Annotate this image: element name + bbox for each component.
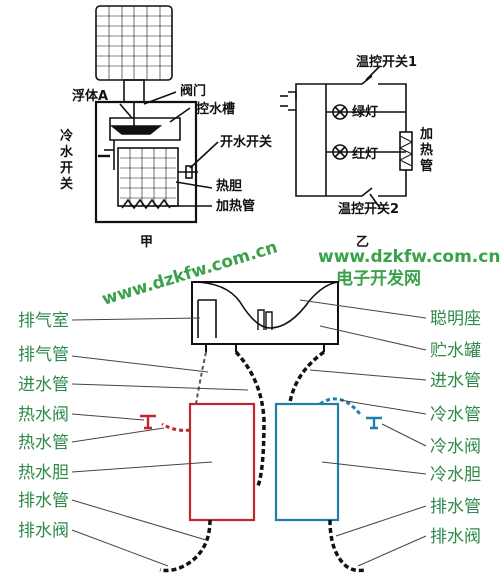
cold-water-valve — [366, 416, 382, 430]
watermark-url: www.dzkfw.com.cn — [318, 247, 500, 267]
heater-symbol — [399, 131, 413, 171]
drain-pipe-hot — [159, 519, 212, 573]
label-inlet-pipe-left: 进水管 — [18, 375, 69, 395]
label-smart-seat: 聪明座 — [430, 309, 481, 329]
dispenser-housing — [94, 100, 198, 224]
label-exhaust-chamber: 排气室 — [18, 311, 69, 331]
hot-water-valve — [140, 414, 156, 430]
label-hot-pipe: 热水管 — [18, 433, 69, 453]
label-thermo-switch-1: 温控开关1 — [356, 54, 417, 70]
bottom-left-labels: 排气室 排气管 进水管 热水阀 热水管 热水胆 排水管 排水阀 — [18, 311, 69, 541]
label-drain-pipe-right: 排水管 — [430, 497, 481, 517]
green-lamp-symbol — [332, 104, 348, 120]
caption-jia: 甲 — [140, 235, 153, 250]
control-tank — [109, 117, 181, 141]
label-thermo-switch-2: 温控开关2 — [338, 201, 399, 217]
label-hot-tank: 热水胆 — [18, 463, 69, 483]
label-green-lamp: 绿灯 — [352, 104, 378, 120]
exhaust-pipe — [195, 351, 207, 405]
label-reservoir: 贮水罐 — [430, 341, 481, 361]
watermark-diagonal: www.dzkfw.com.cn — [100, 237, 280, 309]
label-inlet-pipe-right: 进水管 — [430, 371, 481, 391]
diagram-jia-labels: 浮体A 阀门 控水槽 开水开关 热胆 加热管 甲 — [72, 83, 272, 250]
hot-water-pipe — [161, 422, 191, 432]
label-drain-valve-left: 排水阀 — [18, 521, 69, 541]
label-drain-valve-right: 排水阀 — [430, 527, 481, 547]
caption-yi: 乙 — [356, 235, 369, 250]
label-float: 浮体A — [72, 88, 108, 104]
inlet-pipe-hot — [234, 350, 266, 487]
cold-water-pipe — [319, 397, 362, 415]
heat-element — [121, 198, 171, 210]
power-plug — [288, 91, 297, 111]
diagram-yi-labels: 温控开关1 绿灯 红灯 温控开关2 乙 — [338, 54, 417, 250]
label-cold-tank: 冷水胆 — [430, 465, 481, 485]
bottom-right-labels: 聪明座 贮水罐 进水管 冷水管 冷水阀 冷水胆 排水管 排水阀 — [430, 309, 481, 547]
drain-pipe-cold — [328, 519, 365, 573]
bottle-grid — [96, 6, 172, 80]
label-cold-valve: 冷水阀 — [430, 437, 481, 457]
label-boil-switch: 开水开关 — [220, 134, 272, 150]
label-control-tank: 控水槽 — [196, 101, 235, 117]
label-hot-valve: 热水阀 — [18, 405, 69, 425]
diagram-jia — [94, 5, 219, 224]
label-exhaust-pipe: 排气管 — [18, 345, 69, 365]
label-heat-tube: 加热管 — [215, 198, 255, 214]
diagram-bottom — [71, 281, 427, 573]
exhaust-chamber — [197, 299, 217, 338]
heat-tank — [117, 147, 179, 207]
smart-seat — [191, 281, 339, 345]
label-heat-tank: 热胆 — [216, 178, 242, 194]
label-heater: 加热管 — [419, 127, 433, 174]
red-lamp-symbol — [332, 144, 348, 160]
label-cold-switch: 冷水开关 — [60, 128, 74, 192]
label-heater-text: 加热管 — [419, 127, 433, 174]
label-cold-pipe: 冷水管 — [430, 405, 481, 425]
hot-water-tank — [188, 402, 256, 522]
float-a — [109, 125, 163, 135]
label-drain-pipe-left: 排水管 — [18, 491, 69, 511]
label-cold-switch-text: 冷水开关 — [60, 128, 74, 192]
inlet-pipe-cold — [288, 350, 326, 403]
watermark-site: 电子开发网 — [336, 268, 421, 289]
cold-water-tank — [274, 402, 340, 522]
bottle-neck — [123, 79, 145, 103]
label-valve: 阀门 — [180, 83, 206, 99]
label-red-lamp: 红灯 — [352, 146, 378, 162]
diagram-yi — [280, 65, 414, 209]
